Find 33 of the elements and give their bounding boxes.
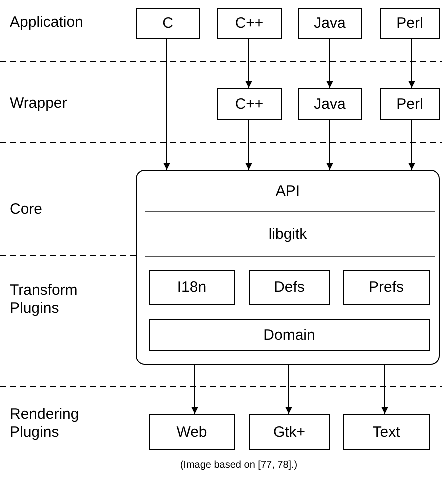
plugin-box: Defs <box>249 270 330 305</box>
library-name: libgitk <box>268 226 308 243</box>
arrow <box>326 120 334 170</box>
component-box: Java <box>298 8 362 39</box>
layer-label: Wrapper <box>10 95 68 113</box>
plugin-box: Domain <box>149 319 430 351</box>
component-box: Perl <box>380 88 440 120</box>
plugin-box: I18n <box>149 270 235 305</box>
layer-label: Transform Plugins <box>10 282 79 318</box>
component-box: C++ <box>217 8 282 39</box>
component-box: C <box>136 8 200 39</box>
plugin-box: Prefs <box>343 270 430 305</box>
core-box <box>136 170 440 365</box>
layer-label: Core <box>10 201 44 219</box>
component-box: Text <box>343 414 430 450</box>
component-box: Perl <box>380 8 440 39</box>
arrow <box>408 38 416 88</box>
arrow <box>382 364 388 414</box>
caption: (Image based on [77, 78].) <box>180 460 298 471</box>
component-box: C++ <box>217 88 282 120</box>
arrow <box>286 364 292 414</box>
layer-label: Rendering Plugins <box>10 406 80 442</box>
arrow <box>246 120 252 170</box>
arrow <box>246 38 252 88</box>
layer-heading: API <box>274 183 302 200</box>
arrow <box>192 364 198 414</box>
arrow <box>164 38 170 170</box>
component-box: Java <box>298 88 362 120</box>
component-box: Web <box>149 414 235 450</box>
layer-label: Application <box>10 14 84 32</box>
arrow <box>408 120 416 170</box>
component-box: Gtk+ <box>249 414 330 450</box>
arrow <box>326 38 334 88</box>
